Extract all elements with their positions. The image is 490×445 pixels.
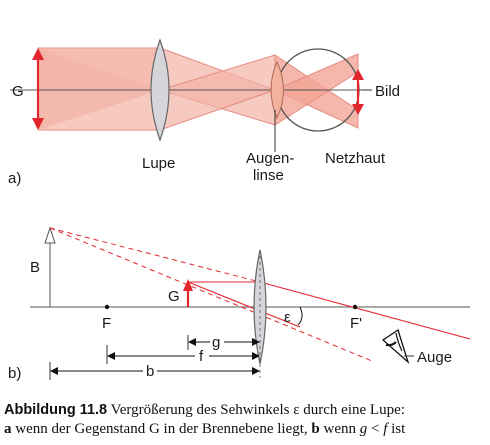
caption-a-marker: a: [4, 421, 12, 437]
ray-center-cont: [259, 310, 301, 328]
label-retina: Netzhaut: [325, 150, 386, 167]
label-f: f: [199, 348, 204, 365]
magnifier-lens-a: [150, 38, 170, 142]
label-G-b: G: [168, 288, 180, 305]
label-g: g: [212, 334, 220, 351]
label-image: Bild: [375, 83, 400, 100]
eye-lens: [270, 60, 284, 120]
object-arrow-b-head: [183, 279, 193, 291]
angle-epsilon-arc: [297, 306, 303, 326]
eye-icon: [381, 328, 410, 365]
label-b: b: [146, 363, 154, 380]
caption-line1: Vergrößerung des Sehwinkels ε durch eine…: [110, 402, 405, 418]
panel-label-a: a): [8, 170, 21, 187]
beam-cross-1: [38, 48, 160, 130]
focal-point-F: [104, 304, 110, 310]
label-F: F: [102, 315, 111, 332]
label-eye-lens-2: linse: [253, 167, 284, 184]
caption-b-text-1: wenn: [323, 421, 357, 437]
caption-a-text: wenn der Gegenstand G in der Brennebene …: [15, 421, 308, 437]
image-arrow-a-head-top: [352, 69, 364, 80]
caption-f: f: [383, 421, 388, 437]
label-Fprime: F': [350, 315, 362, 332]
virtual-image-B-head: [44, 226, 56, 244]
dashed-ray-2: [49, 227, 373, 362]
label-epsilon: ε: [284, 309, 291, 326]
beam-cross-2: [38, 48, 160, 130]
caption-b-marker: b: [311, 421, 320, 437]
panel-label-b: b): [8, 365, 21, 382]
label-B: B: [30, 259, 40, 276]
caption-lt: <: [371, 421, 380, 437]
label-eye: Auge: [417, 349, 452, 366]
object-arrow-a-head-top: [32, 48, 44, 60]
object-arrow-a-head-bot: [32, 118, 44, 130]
ray-through-focus: [259, 281, 471, 340]
ray-center: [187, 281, 261, 312]
label-eye-lens-1: Augen-: [246, 150, 294, 167]
part-b: B G F F' ε g f b Auge b): [8, 226, 471, 382]
caption-g: g: [359, 421, 368, 437]
optics-diagram: G Bild Lupe Augen- linse Netzhaut a): [8, 38, 471, 382]
label-object-a: G: [12, 83, 24, 100]
image-arrow-a-head-bot: [352, 104, 364, 115]
caption-b-text-2: ist: [391, 421, 406, 437]
figure-caption: Abbildung 11.8 Vergrößerung des Sehwinke…: [4, 401, 486, 439]
caption-heading: Abbildung 11.8: [4, 402, 108, 418]
dashed-ray-1: [49, 227, 261, 283]
focal-point-Fprime: [352, 304, 358, 310]
part-a: G Bild Lupe Augen- linse Netzhaut a): [8, 38, 400, 187]
label-lens: Lupe: [142, 155, 175, 172]
